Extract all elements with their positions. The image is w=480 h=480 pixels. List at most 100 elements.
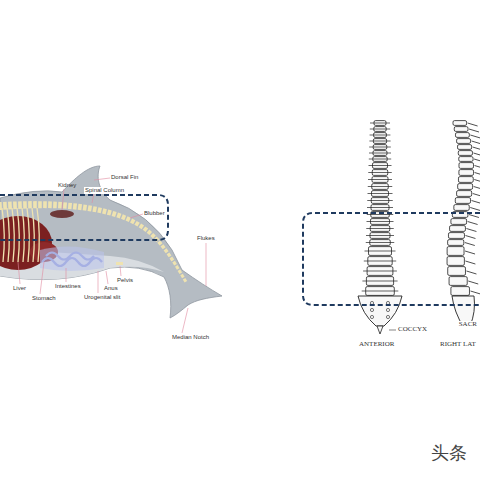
- vertebra: [88, 205, 92, 211]
- part-label: Flukes: [197, 235, 215, 242]
- vertebra: [116, 213, 121, 219]
- vertebra: [451, 219, 467, 225]
- vertebra: [147, 230, 152, 235]
- transverse-process: [364, 261, 396, 262]
- pelvis-bone: [116, 262, 123, 265]
- transverse-process: [370, 129, 390, 130]
- spinous-process: [470, 291, 480, 294]
- part-label: Urogenital slit: [84, 294, 120, 301]
- vertebra: [97, 207, 102, 213]
- spinous-process: [468, 281, 478, 284]
- vertebra: [112, 211, 117, 217]
- vertebra: [450, 226, 466, 232]
- spinous-process: [475, 173, 480, 176]
- vertebra: [48, 201, 52, 208]
- spinous-process: [473, 153, 480, 156]
- transverse-process: [370, 123, 390, 124]
- vertebra: [23, 201, 27, 208]
- part-label: ANTERIOR: [359, 341, 394, 349]
- spine-guide: [0, 205, 186, 282]
- vertebra: [102, 208, 107, 214]
- transverse-process: [369, 153, 391, 154]
- spinous-process: [472, 201, 480, 204]
- spinous-process: [465, 236, 475, 239]
- transverse-process: [367, 200, 393, 201]
- vertebra: [92, 206, 97, 212]
- leader-lines: [18, 178, 206, 333]
- part-label: RIGHT LAT: [440, 341, 476, 349]
- part-label: Liver: [13, 285, 26, 292]
- intestine-region: [40, 246, 104, 271]
- vertebra: [43, 201, 47, 208]
- vertebra: [3, 202, 7, 210]
- vertebra: [139, 224, 144, 230]
- vertebra: [180, 274, 184, 279]
- spinous-process: [465, 261, 475, 264]
- spinous-process: [470, 208, 480, 211]
- rib: [17, 208, 19, 262]
- transverse-process: [369, 165, 392, 166]
- vertebra: [458, 145, 472, 150]
- part-label: Stomach: [32, 295, 56, 302]
- vertebra: [107, 210, 112, 216]
- vertebra: [126, 216, 131, 222]
- vertebra: [459, 170, 474, 176]
- human-spine-figures: [303, 121, 480, 334]
- part-label: Spinal Column: [84, 187, 125, 194]
- part-label: Anus: [104, 285, 118, 292]
- sacral-foramen: [386, 308, 389, 311]
- part-label: Dorsal Fin: [111, 174, 138, 181]
- spinous-process: [468, 222, 478, 225]
- vertebra: [447, 257, 464, 266]
- vertebra: [150, 233, 155, 238]
- vertebra: [458, 184, 473, 190]
- vertebra: [449, 277, 467, 286]
- rib: [37, 208, 39, 262]
- part-label: Blubber: [144, 210, 165, 217]
- spinous-process: [472, 141, 480, 144]
- vertebra: [457, 191, 472, 197]
- transverse-process: [368, 172, 392, 173]
- vertebra: [178, 269, 182, 274]
- vertebra: [455, 198, 470, 204]
- coccyx-shape: [377, 326, 383, 334]
- vertebra: [169, 257, 174, 262]
- vertebra: [130, 218, 135, 224]
- vertebra: [459, 157, 473, 162]
- vertebra: [451, 287, 470, 296]
- part-label: Median Notch: [172, 334, 209, 341]
- spinous-process: [474, 166, 480, 169]
- transverse-process: [367, 207, 393, 208]
- vertebra: [457, 139, 471, 144]
- vertebra: [78, 204, 82, 210]
- vertebra: [455, 133, 469, 138]
- vertebra: [53, 202, 57, 209]
- rib: [22, 208, 24, 262]
- vertebra: [58, 202, 62, 209]
- transverse-process: [368, 193, 393, 194]
- rib: [2, 208, 4, 262]
- transverse-process: [365, 251, 396, 252]
- vertebra: [453, 121, 467, 126]
- vertebra: [459, 163, 474, 169]
- spinous-process: [466, 271, 476, 274]
- part-label: Pelvis: [117, 277, 133, 284]
- transverse-process: [368, 186, 393, 187]
- vertebra: [18, 201, 22, 209]
- part-label: COCCYX: [398, 326, 427, 334]
- rib: [12, 208, 14, 262]
- vertebra: [454, 127, 468, 132]
- vertebra: [73, 203, 77, 209]
- vertebra: [38, 201, 42, 208]
- vertebra: [8, 202, 12, 210]
- vertebra: [63, 202, 67, 209]
- vertebra: [167, 252, 172, 257]
- rib: [32, 208, 34, 262]
- vertebra: [83, 204, 87, 210]
- sacral-foramen: [370, 308, 373, 311]
- dolphin-figure: [0, 166, 222, 333]
- transverse-process: [369, 147, 391, 148]
- vertebra: [458, 177, 473, 183]
